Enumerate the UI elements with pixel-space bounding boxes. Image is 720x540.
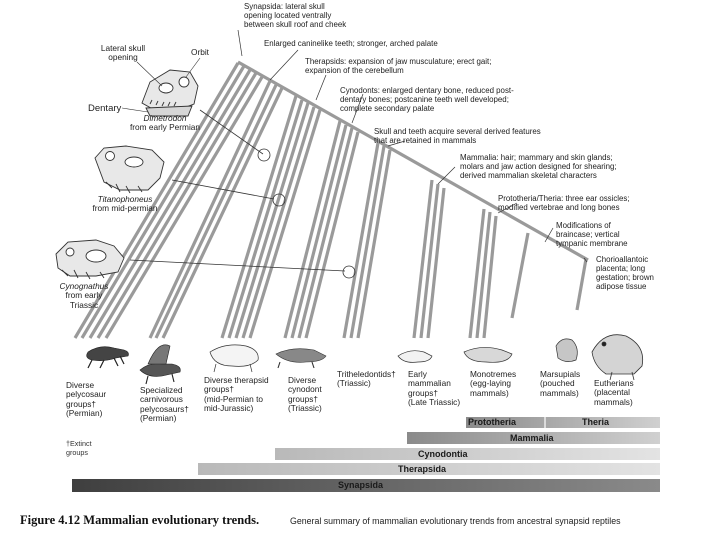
animal-marsupial-drawing: [556, 339, 577, 362]
annotation-cynodonts: Cynodonts: enlarged dentary bone, reduce…: [340, 86, 514, 113]
figure-caption-title: Figure 4.12 Mammalian evolutionary trend…: [20, 513, 259, 528]
caption-titanophoneus: Titanophoneus from mid-permian: [70, 195, 180, 214]
animal-dimetrodon-drawing: [140, 345, 180, 384]
animal-eutherian-drawing: [592, 335, 643, 380]
animal-therapsid-drawing: [210, 345, 258, 372]
branch-group-therapsids: [222, 96, 320, 338]
band-label-therapsida: Therapsida: [398, 463, 446, 475]
annotation-mammalia: Mammalia: hair; mammary and skin glands;…: [460, 153, 617, 180]
annotation-caninelike-teeth: Enlarged caninelike teeth; stronger, arc…: [264, 39, 438, 48]
caption-cynognathus: Cynognathus from early Triassic: [44, 282, 124, 310]
branch-group-eutherians: [577, 259, 586, 310]
caption-dimetrodon: Dimetrodon from early Permian: [110, 114, 220, 133]
branch-group-tritheledontids: [344, 143, 390, 338]
skull-titanophoneus-drawing: [95, 146, 164, 193]
group-label-marsupials: Marsupials(pouched mammals): [540, 370, 580, 398]
annotation-placenta: Chorioallantoic placenta; long gestation…: [596, 255, 654, 291]
annotation-skull-teeth: Skull and teeth acquire several derived …: [374, 127, 541, 145]
animal-early-mammal-drawing: [398, 351, 432, 363]
animal-cynodont-drawing: [276, 349, 326, 368]
label-dentary: Dentary: [88, 104, 121, 113]
group-label-eutherians: Eutherians(placental mammals): [594, 379, 634, 407]
annotation-braincase: Modifications of braincase; vertical tym…: [556, 221, 627, 248]
branch-group-monotremes: [470, 209, 496, 338]
band-label-cynodontia: Cynodontia: [418, 448, 468, 460]
annotation-prototheria-theria: Prototheria/Theria: three ear ossicles; …: [498, 194, 630, 212]
group-label-tritheledontids: Tritheledontids†(Triassic): [337, 370, 396, 389]
band-label-mammalia: Mammalia: [510, 432, 554, 444]
band-label-prototheria: Prototheria: [468, 417, 516, 428]
group-label-monotremes: Monotremes(egg-laying mammals): [470, 370, 516, 398]
label-lateral-skull-opening: Lateral skull opening: [92, 44, 154, 63]
skull-dimetrodon-drawing: [142, 70, 198, 116]
label-orbit: Orbit: [191, 48, 209, 57]
annotation-synapsida: Synapsida: lateral skull opening located…: [244, 2, 346, 29]
skull-cynognathus-drawing: [56, 240, 124, 279]
branch-group-cynodonts: [285, 121, 358, 338]
figure-caption-text: General summary of mammalian evolutionar…: [290, 516, 621, 526]
branch-group-early-mammals: [414, 180, 444, 338]
annotation-therapsids: Therapsids: expansion of jaw musculature…: [305, 57, 491, 75]
band-label-theria: Theria: [582, 417, 609, 428]
animal-pelycosaur-drawing: [87, 347, 129, 368]
animal-monotreme-drawing: [464, 347, 512, 362]
branch-group-marsupials: [512, 233, 528, 318]
band-label-synapsida: Synapsida: [338, 479, 383, 492]
